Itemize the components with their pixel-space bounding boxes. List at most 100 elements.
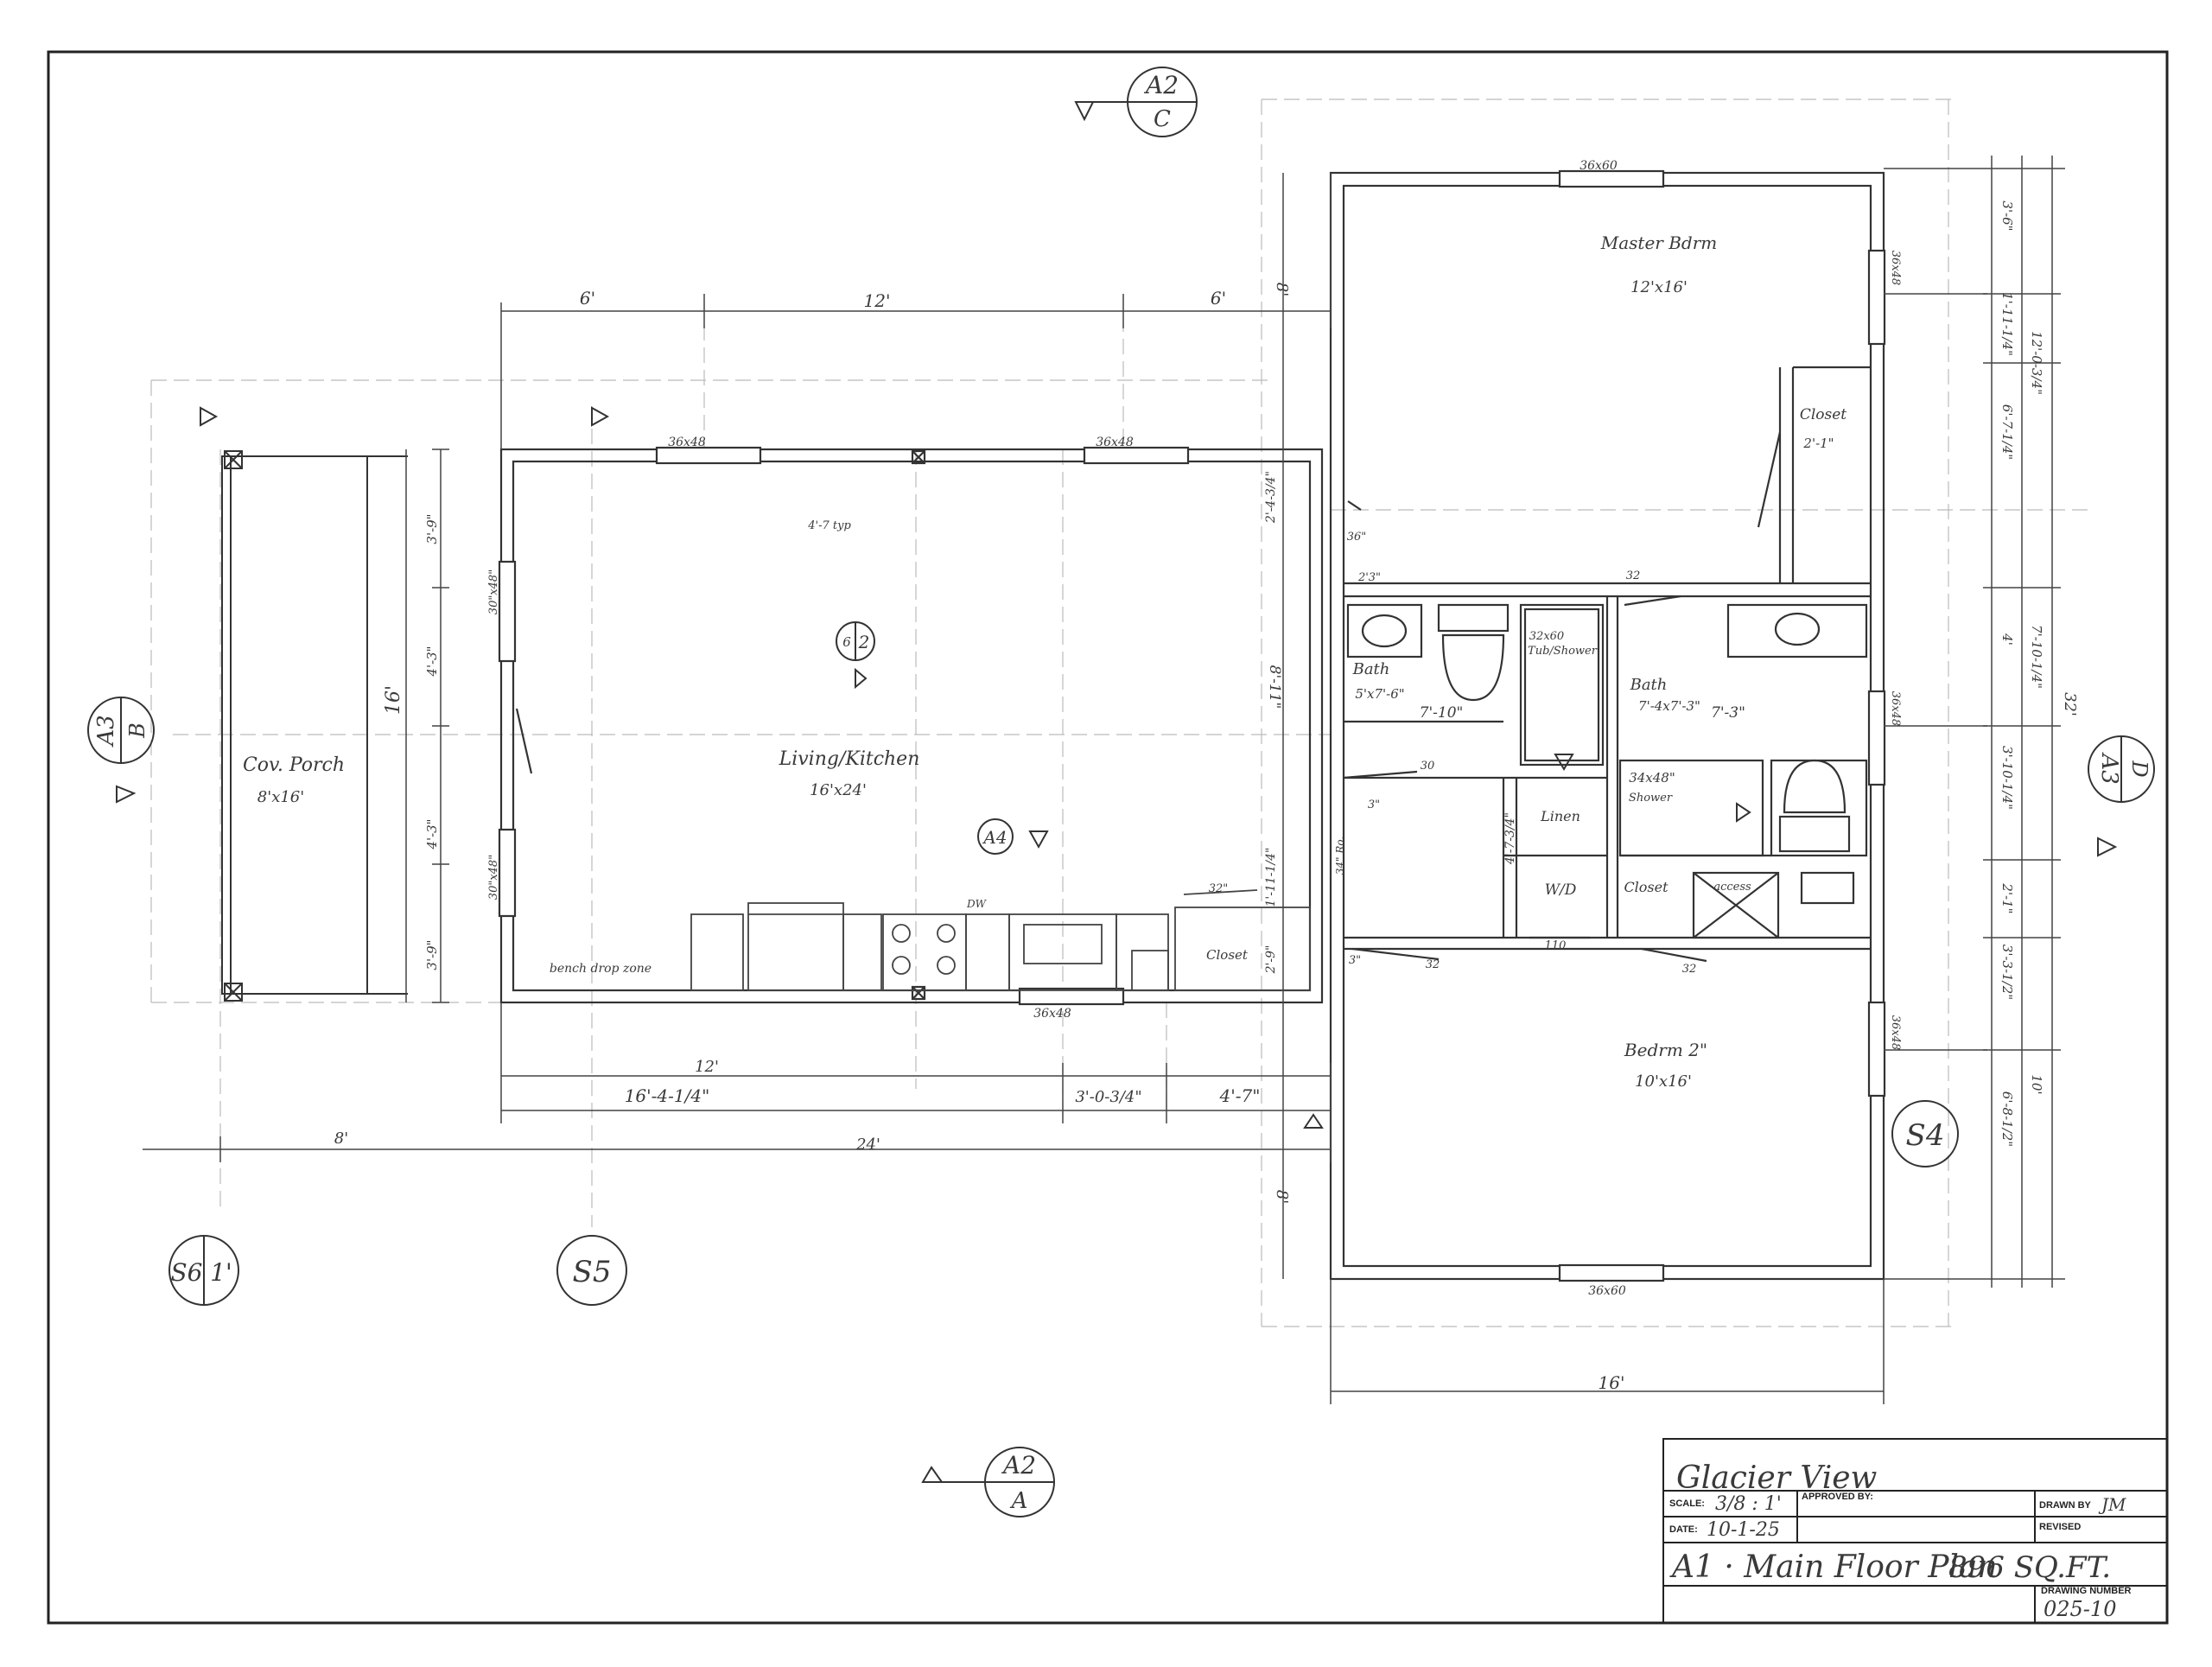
section-left-detail: B bbox=[125, 722, 149, 739]
window-label-36x48-b: 36x48 bbox=[1096, 436, 1134, 449]
room-bath2-size: 7'-4x7'-3" bbox=[1638, 698, 1700, 714]
window-labels: 36x60 36x60 36x48 36x48 36x48 36x48 36x4… bbox=[487, 159, 1902, 1298]
dim-east-7-10: 7'-10-1/4" bbox=[2029, 625, 2044, 689]
tub-size: 32x60 bbox=[1529, 630, 1564, 643]
dim-east-6-7: 6'-7-1/4" bbox=[1999, 404, 2015, 460]
dim-door-110: 110 bbox=[1545, 939, 1567, 952]
dim-east-10: 10' bbox=[2029, 1074, 2044, 1094]
dim-door-32-c: 32" bbox=[1209, 882, 1229, 895]
dim-bottom-3-0: 3'-0-3/4" bbox=[1075, 1088, 1141, 1106]
dim-east-2-1: 2'-1" bbox=[1999, 882, 2015, 913]
dim-living-2-9: 2'-9" bbox=[1264, 945, 1278, 975]
dim-east-1-11: 1'-11-1/4" bbox=[1999, 292, 2015, 356]
living-kitchen-walls bbox=[498, 446, 1324, 1006]
dim-bath-4-7: 4'-7-3/4" bbox=[1503, 812, 1517, 865]
callout-s4: S4 bbox=[1891, 1100, 1959, 1168]
section-bottom-detail: A bbox=[1010, 1488, 1028, 1514]
room-living-name: Living/Kitchen bbox=[779, 748, 920, 770]
dim-living-2-4: 2'-4-3/4" bbox=[1264, 471, 1278, 524]
dim-bottom-8: 8' bbox=[334, 1129, 348, 1148]
title-drawn-value: JM bbox=[2098, 1494, 2126, 1515]
dim-bottom-16-4: 16'-4-1/4" bbox=[625, 1085, 710, 1106]
dim-east-3-3: 3'-3-1/2" bbox=[1999, 945, 2015, 1000]
shower-size: 34x48" bbox=[1629, 770, 1675, 786]
label-bench: bench drop zone bbox=[550, 962, 652, 976]
dim-east-4: 4' bbox=[1999, 633, 2015, 646]
dim-door-32d: 32 bbox=[1626, 569, 1641, 582]
room-closet-utility: Closet bbox=[1624, 879, 1669, 895]
room-wd: W/D bbox=[1545, 881, 1577, 899]
title-area: 896 SQ.FT. bbox=[1948, 1550, 2111, 1585]
dim-door-32-b: 32 bbox=[1682, 963, 1697, 976]
window-label-30x48-b: 30"x48" bbox=[487, 855, 500, 900]
room-bath2-name: Bath bbox=[1630, 676, 1668, 694]
section-marker-left: A3 B bbox=[87, 697, 155, 804]
section-top-sheet: A2 bbox=[1143, 71, 1179, 99]
room-bath1-name: Bath bbox=[1352, 660, 1390, 678]
interior-marker-detail: 2 bbox=[858, 632, 870, 652]
dim-bottom-4-7: 4'-7" bbox=[1219, 1085, 1261, 1106]
section-right-sheet: A3 bbox=[2096, 752, 2122, 784]
room-closet-master-name: Closet bbox=[1800, 406, 1847, 423]
dim-east-3-10: 3'-10-1/4" bbox=[1999, 746, 2015, 810]
dimension-lines bbox=[143, 156, 2065, 1404]
callout-s4-label: S4 bbox=[1906, 1118, 1945, 1153]
section-marker-right: A3 D bbox=[2088, 735, 2155, 857]
callout-a4-label: A4 bbox=[982, 827, 1007, 848]
window-label-36x48-f: 36x48 bbox=[1889, 1015, 1902, 1050]
covered-porch bbox=[221, 450, 408, 1002]
dim-east-32: 32' bbox=[2061, 692, 2079, 716]
dim-porch-4-3-b: 4'-3" bbox=[424, 818, 440, 849]
dim-bath-7-10: 7'-10" bbox=[1420, 704, 1464, 722]
callout-s6-scale: 1' bbox=[210, 1258, 232, 1287]
window-label-36x48-c: 36x48 bbox=[1033, 1007, 1071, 1021]
window-label-36x48-d: 36x48 bbox=[1889, 251, 1902, 285]
dim-top-12: 12' bbox=[864, 290, 891, 311]
label-dw: DW bbox=[966, 898, 988, 910]
section-left-sheet: A3 bbox=[93, 715, 119, 747]
callout-a4: A4 bbox=[977, 818, 1049, 855]
room-porch-size: 8'x16' bbox=[257, 788, 304, 806]
door-label-34-ro: 34" Ro. bbox=[1334, 837, 1346, 875]
window-label-36x48-a: 36x48 bbox=[668, 436, 706, 449]
window-label-36x60-bottom: 36x60 bbox=[1588, 1284, 1626, 1298]
dim-bottom-12: 12' bbox=[695, 1058, 719, 1076]
room-labels: Cov. Porch 8'x16' Living/Kitchen 16'x24'… bbox=[243, 232, 1847, 1091]
bedroom-wing-walls bbox=[1329, 169, 1886, 1282]
section-bottom-sheet: A2 bbox=[1001, 1451, 1036, 1479]
callout-s5-label: S5 bbox=[573, 1255, 612, 1289]
dim-porch-4-3-a: 4'-3" bbox=[424, 646, 440, 677]
dim-right-16: 16' bbox=[1599, 1372, 1625, 1393]
title-scale-label: SCALE: bbox=[1669, 1498, 1705, 1509]
attic-access: access bbox=[1713, 881, 1751, 894]
room-closet-master-size: 2'-1" bbox=[1802, 436, 1834, 451]
room-closet-kitchen: Closet bbox=[1206, 947, 1249, 963]
dim-bath-7-3: 7'-3" bbox=[1711, 704, 1745, 722]
dim-east-3-6: 3'-6" bbox=[1999, 200, 2015, 231]
room-bedroom2-name: Bedrm 2" bbox=[1624, 1040, 1707, 1060]
room-linen: Linen bbox=[1540, 808, 1580, 824]
dim-living-1-11: 1'-11-1/4" bbox=[1264, 847, 1278, 907]
dim-door-2-3: 2'3" bbox=[1357, 571, 1381, 584]
section-marker-top: A2 C bbox=[1074, 67, 1198, 137]
window-label-30x48-a: 30"x48" bbox=[487, 569, 500, 614]
section-marker-interior: 6 2 bbox=[836, 621, 875, 690]
dim-porch-3-9-b: 3'-9" bbox=[424, 939, 440, 970]
title-drawing-number-label: DRAWING NUMBER bbox=[2041, 1586, 2132, 1596]
elevation-triangles bbox=[200, 406, 1751, 1129]
dim-door-36: 36" bbox=[1347, 531, 1367, 544]
dim-top-6-left: 6' bbox=[580, 288, 595, 309]
callout-s6-label: S6 bbox=[171, 1258, 203, 1287]
dim-east-6-8: 6'-8-1/2" bbox=[1999, 1091, 2015, 1147]
title-sheet-title: A1 · Main Floor Plan bbox=[1669, 1549, 1998, 1585]
room-living-size: 16'x24' bbox=[810, 781, 867, 799]
dim-top-8: 8' bbox=[1273, 283, 1291, 296]
sheet-border bbox=[47, 50, 2169, 1625]
callout-s5: S5 bbox=[556, 1235, 627, 1306]
title-date-value: 10-1-25 bbox=[1707, 1519, 1780, 1541]
dim-door-30: 30 bbox=[1421, 760, 1435, 773]
dim-west-8: 8' bbox=[1273, 1190, 1291, 1204]
callout-s6: S6 1' bbox=[168, 1235, 239, 1306]
title-date-label: DATE: bbox=[1669, 1524, 1698, 1535]
